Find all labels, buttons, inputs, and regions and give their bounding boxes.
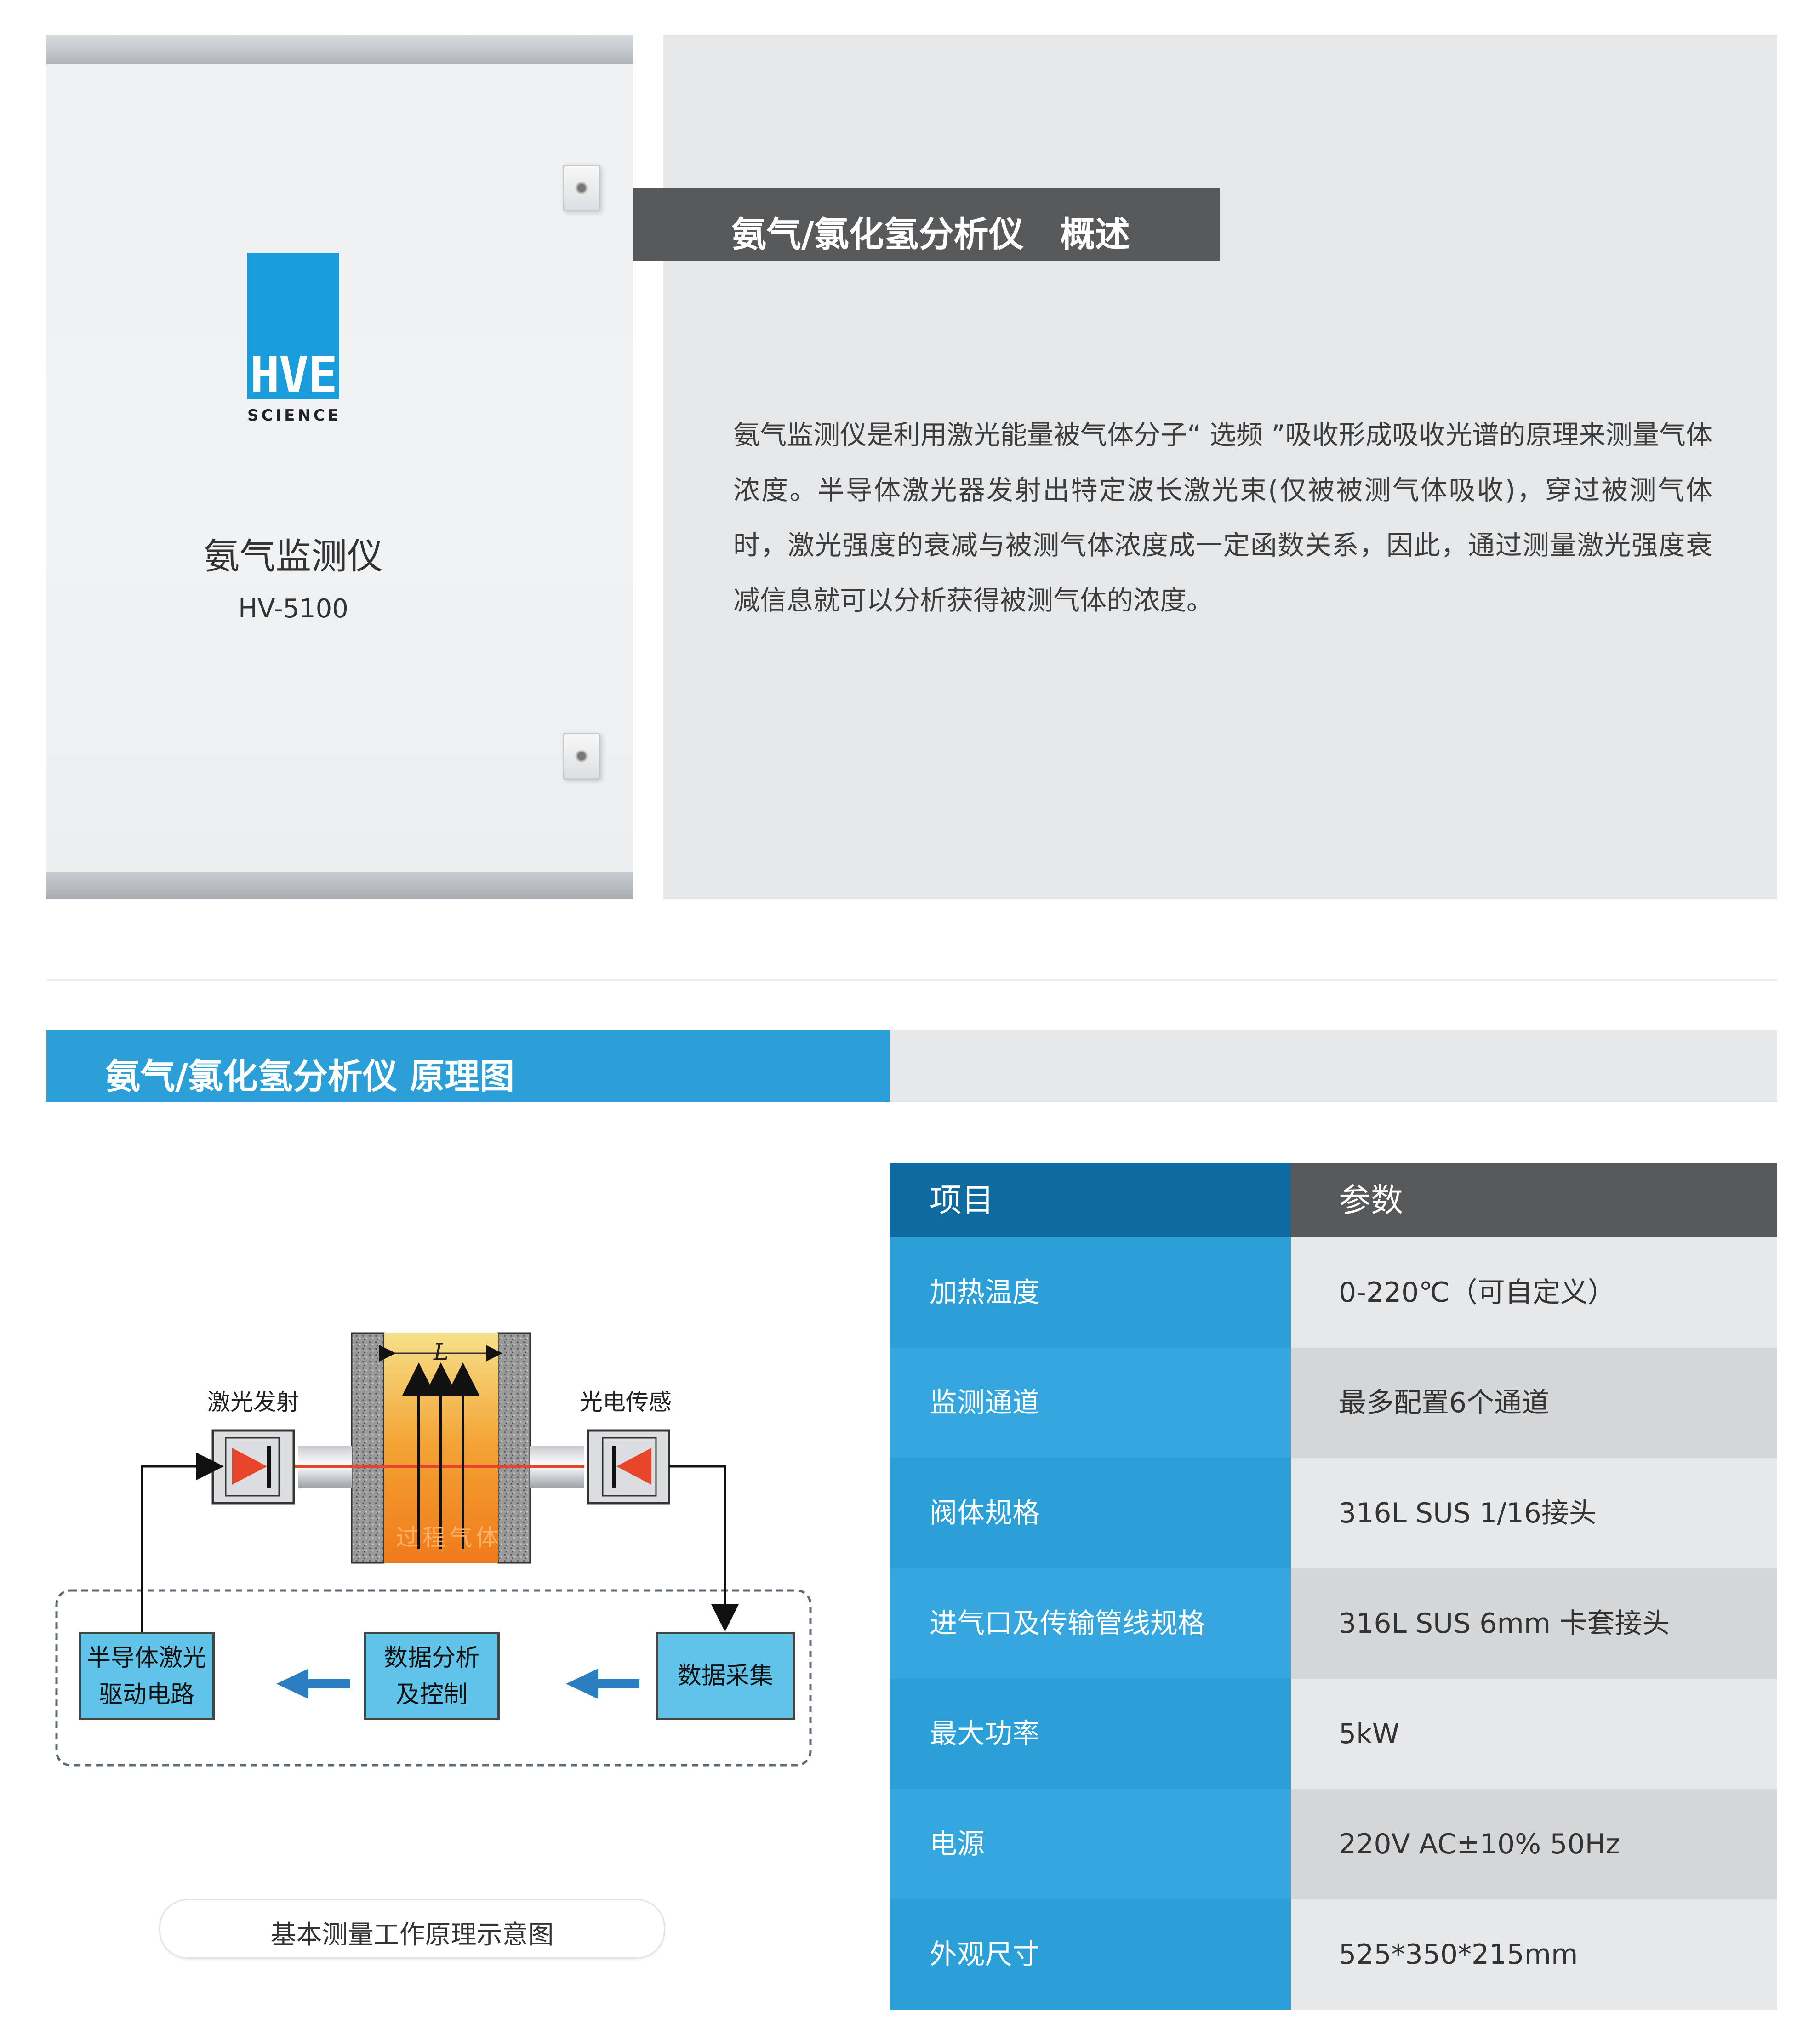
feedback-line [141, 1453, 224, 1632]
data-acquisition-box: 数据采集 [656, 1632, 795, 1720]
process-gas-label: 过程气体 [396, 1524, 502, 1551]
latch-icon [563, 733, 600, 780]
laser-driver-line1: 半导体激光 [86, 1644, 206, 1672]
table-row: 加热温度 0-220℃（可自定义） [890, 1237, 1777, 1348]
device-model: HV-5100 [238, 594, 348, 624]
laser-emit-label: 激光发射 [207, 1389, 299, 1415]
diagram-caption: 基本测量工作原理示意图 [270, 1920, 554, 1950]
logo-subtitle: SCIENCE [247, 406, 341, 425]
laser-driver-line2: 驱动电路 [98, 1681, 194, 1709]
spec-item: 电源 [890, 1789, 1291, 1899]
header-item: 项目 [890, 1163, 1291, 1237]
overview-description: 氨气监测仪是利用激光能量被气体分子“ 选频 ”吸收形成吸收光谱的原理来测量气体浓… [733, 419, 1712, 616]
principle-title: 氨气/氯化氢分析仪 原理图 [105, 1056, 515, 1097]
flow-arrow-icon [276, 1669, 350, 1699]
diagram-graphics [55, 1332, 812, 1767]
overview-panel [663, 35, 1777, 899]
device-name: 氨气监测仪 [203, 536, 383, 577]
spec-item: 外观尺寸 [890, 1899, 1291, 2010]
spec-item: 加热温度 [890, 1237, 1291, 1348]
spec-value: 最多配置6个通道 [1291, 1348, 1777, 1458]
data-analysis-line2: 及控制 [395, 1681, 468, 1709]
cabinet-top-rail [46, 35, 633, 64]
table-row: 最大功率 5kW [890, 1679, 1777, 1789]
cabinet-bottom-rail [46, 872, 633, 899]
spec-value: 316L SUS 6mm 卡套接头 [1291, 1568, 1777, 1679]
right-wall [497, 1332, 531, 1564]
data-acquisition-label: 数据采集 [677, 1662, 773, 1690]
table-row: 电源 220V AC±10% 50Hz [890, 1789, 1777, 1899]
product-photo [46, 35, 633, 899]
spec-table: 项目 参数 加热温度 0-220℃（可自定义） 监测通道 最多配置6个通道 阀体… [890, 1163, 1777, 2011]
principle-header: 氨气/氯化氢分析仪 原理图 [46, 1030, 890, 1102]
flow-arrow-icon [566, 1669, 639, 1699]
header-value: 参数 [1291, 1163, 1777, 1237]
diagram-caption-box: 基本测量工作原理示意图 [159, 1899, 665, 1959]
path-length-label: L [434, 1339, 449, 1365]
spec-item: 最大功率 [890, 1679, 1291, 1789]
table-row: 监测通道 最多配置6个通道 [890, 1348, 1777, 1458]
spec-item: 阀体规格 [890, 1458, 1291, 1568]
spec-value: 220V AC±10% 50Hz [1291, 1789, 1777, 1899]
spec-item: 进气口及传输管线规格 [890, 1568, 1291, 1679]
data-analysis-box: 数据分析 及控制 [364, 1632, 500, 1720]
spec-value: 316L SUS 1/16接头 [1291, 1458, 1777, 1568]
hve-logo: HVE [247, 253, 339, 404]
signal-line [669, 1465, 739, 1632]
overview-title: 氨气/氯化氢分析仪 概述 [731, 214, 1130, 255]
spec-value: 5kW [1291, 1679, 1777, 1789]
section-divider [46, 979, 1777, 981]
left-wall [351, 1332, 385, 1564]
table-row: 进气口及传输管线规格 316L SUS 6mm 卡套接头 [890, 1568, 1777, 1679]
logo-text: HVE [250, 347, 337, 404]
data-analysis-line1: 数据分析 [383, 1644, 479, 1672]
table-row: 外观尺寸 525*350*215mm [890, 1899, 1777, 2010]
spec-item: 监测通道 [890, 1348, 1291, 1458]
control-enclosure [55, 1589, 812, 1767]
spec-value: 0-220℃（可自定义） [1291, 1237, 1777, 1348]
laser-driver-box: 半导体激光 驱动电路 [79, 1632, 215, 1720]
principle-header-extension [890, 1030, 1777, 1102]
spec-value: 525*350*215mm [1291, 1899, 1777, 2010]
table-row: 阀体规格 316L SUS 1/16接头 [890, 1458, 1777, 1568]
principle-diagram: 激光发射 光电传感 L 过程气体 半导体激光 驱动电路 数据分析 及控制 数据采… [46, 1315, 828, 1774]
overview-title-bar: 氨气/氯化氢分析仪 概述 [633, 188, 1220, 261]
photo-sensor-label: 光电传感 [580, 1389, 672, 1415]
latch-icon [563, 165, 600, 211]
